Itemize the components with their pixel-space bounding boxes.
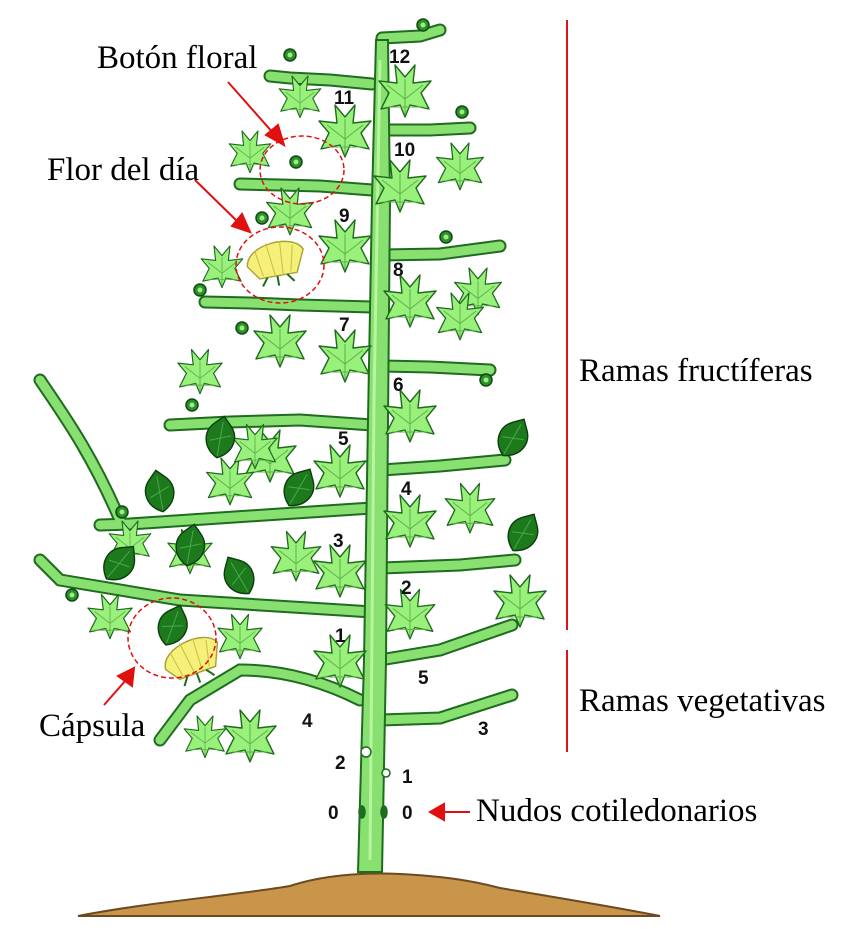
vegetative-node-number: 1 — [402, 767, 413, 788]
label-ramas-vegetativas: Ramas vegetativas — [579, 683, 826, 719]
fruiting-node-number: 6 — [393, 375, 404, 396]
fruiting-node-number: 8 — [393, 260, 404, 281]
label-capsula: Cápsula — [39, 708, 146, 744]
bud-highlight-circle — [260, 136, 344, 204]
fruiting-node-number: 3 — [333, 531, 344, 552]
label-flor-del-dia: Flor del día — [47, 152, 199, 188]
fruiting-node-number: 9 — [339, 206, 350, 227]
fruiting-node-number: 2 — [401, 578, 412, 599]
fruiting-node-number: 10 — [394, 140, 415, 161]
vegetative-node-number: 3 — [478, 719, 489, 740]
fruiting-node-number: 11 — [334, 88, 355, 109]
fruiting-node-number: 5 — [338, 429, 349, 450]
fruiting-node-number: 4 — [401, 479, 412, 500]
fruiting-node-number: 1 — [335, 626, 346, 647]
fruiting-node-number: 12 — [389, 47, 410, 68]
label-boton-floral: Botón floral — [97, 40, 257, 76]
vegetative-node-number: 5 — [418, 668, 429, 689]
label-nudos-cotiledonarios: Nudos cotiledonarios — [476, 793, 757, 829]
label-ramas-fructiferas: Ramas fructíferas — [579, 353, 813, 389]
soil-mound — [78, 874, 660, 917]
fruiting-node-number: 7 — [339, 315, 350, 336]
vegetative-node-number: 2 — [335, 753, 346, 774]
cotyledon-node-number: 0 — [402, 803, 413, 824]
cotyledon-node-number: 0 — [328, 803, 339, 824]
vegetative-node-number: 4 — [302, 711, 313, 732]
